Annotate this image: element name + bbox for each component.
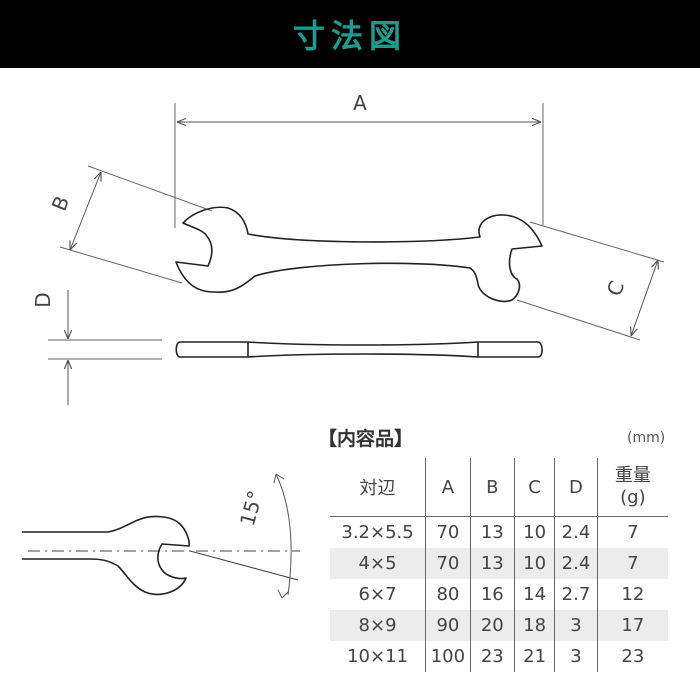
column-header-weight-line1: 重量 [614,465,651,486]
table-row: 8×9 90 20 18 3 17 [330,610,668,641]
cell-weight: 7 [596,548,668,579]
cell-d: 2.4 [554,548,598,579]
cell-d: 2.4 [554,516,598,548]
unit-label: (mm) [627,430,666,446]
column-header-size: 対辺 [330,458,426,517]
cell-b: 20 [469,610,515,641]
cell-size: 6×7 [358,584,397,605]
wrench-side-view [175,341,543,358]
column-header-a: A [425,458,471,517]
contents-title: 【内容品】 [318,428,414,450]
dimension-b-label: B [47,193,74,215]
cell-d: 2.7 [554,579,598,610]
table-row: 3.2×5.5 70 13 10 2.4 7 [330,516,668,548]
cell-c: 10 [513,548,555,579]
cell-c: 21 [513,641,555,672]
angle-detail: 15° [22,473,300,599]
table-row: 10×11 100 23 21 3 23 [330,641,668,672]
column-header-b: B [469,458,515,517]
table-row: 4×5 70 13 10 2.4 7 [330,548,668,579]
cell-weight: 7 [596,516,668,548]
page-title: 寸法図 [292,17,407,55]
cell-c: 18 [513,610,555,641]
cell-c: 14 [513,579,555,610]
wrench-top-view [175,206,543,303]
dimension-a-label: A [353,91,367,115]
cell-b: 13 [469,516,515,548]
column-header-c: C [513,458,555,517]
cell-size: 10×11 [347,646,408,667]
cell-a: 70 [425,516,471,548]
cell-size: 8×9 [330,610,426,641]
cell-a: 70 [425,548,471,579]
wrench-head-detail [22,515,190,596]
cell-size: 3.2×5.5 [341,522,414,543]
header-bar: 寸法図 [0,0,700,68]
column-header-d: D [554,458,598,517]
column-header-weight: 重量 (g) [596,458,668,517]
dimension-c: C [516,221,665,341]
column-header-weight-line2: (g) [620,487,646,508]
dimension-d-label: D [31,292,55,307]
cell-b: 13 [469,548,515,579]
cell-weight: 17 [596,610,668,641]
cell-a: 100 [425,641,471,672]
spec-table: 対辺 A B C D 重量 (g) 3.2×5.5 70 13 10 2.4 7… [330,458,668,672]
cell-a: 90 [425,610,471,641]
cell-d: 3 [554,610,598,641]
cell-weight: 23 [596,641,668,672]
dimension-d: D [31,290,162,405]
cell-a: 80 [425,579,471,610]
cell-size: 4×5 [330,548,426,579]
dimension-c-label: C [602,277,629,299]
table-row: 6×7 80 16 14 2.7 12 [330,579,668,610]
cell-c: 10 [513,516,555,548]
cell-b: 23 [469,641,515,672]
table-header-row: 対辺 A B C D 重量 (g) [330,458,668,517]
cell-weight: 12 [596,579,668,610]
angle-label: 15° [235,488,267,528]
cell-b: 16 [469,579,515,610]
dimension-a: A [174,91,544,228]
cell-d: 3 [554,641,598,672]
